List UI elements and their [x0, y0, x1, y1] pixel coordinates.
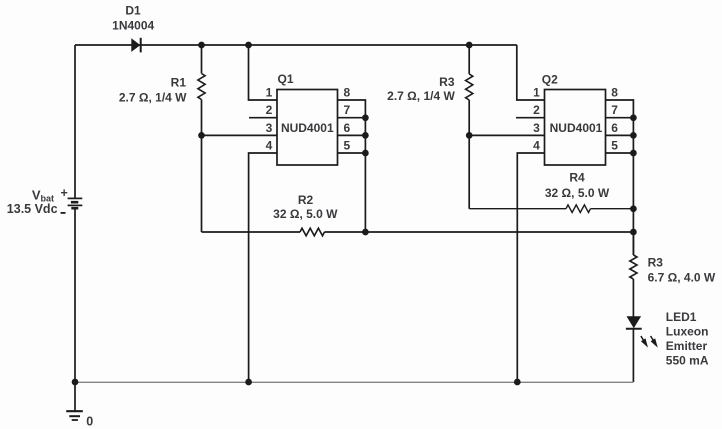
svg-text:550 mA: 550 mA	[666, 353, 709, 367]
svg-text:8: 8	[611, 86, 618, 100]
svg-text:6: 6	[344, 121, 351, 135]
svg-text:Emitter: Emitter	[666, 339, 708, 353]
svg-text:V: V	[32, 188, 41, 203]
svg-text:R2: R2	[298, 193, 314, 207]
svg-text:1: 1	[533, 86, 540, 100]
svg-text:3: 3	[533, 121, 540, 135]
svg-text:6.7 Ω, 4.0 W: 6.7 Ω, 4.0 W	[648, 271, 716, 285]
svg-text:32 Ω, 5.0 W: 32 Ω, 5.0 W	[273, 207, 338, 221]
svg-text:Q1: Q1	[278, 72, 294, 86]
svg-text:0: 0	[86, 414, 93, 428]
svg-text:R1: R1	[171, 76, 187, 90]
svg-text:13.5 Vdc: 13.5 Vdc	[7, 202, 58, 216]
svg-text:7: 7	[611, 103, 618, 117]
svg-text:R3: R3	[648, 255, 664, 269]
svg-text:2.7 Ω, 1/4 W: 2.7 Ω, 1/4 W	[119, 90, 187, 104]
svg-text:bat: bat	[41, 194, 55, 204]
svg-text:4: 4	[533, 139, 540, 153]
svg-text:2: 2	[533, 103, 540, 117]
svg-text:NUD4001: NUD4001	[281, 121, 334, 135]
svg-text:R3: R3	[439, 75, 455, 89]
svg-text:Luxeon: Luxeon	[666, 324, 709, 338]
svg-text:1: 1	[266, 86, 273, 100]
svg-text:+: +	[61, 186, 68, 200]
svg-text:32 Ω, 5.0 W: 32 Ω, 5.0 W	[545, 186, 610, 200]
svg-text:5: 5	[611, 139, 618, 153]
svg-text:2.7 Ω, 1/4 W: 2.7 Ω, 1/4 W	[387, 89, 455, 103]
svg-text:8: 8	[344, 86, 351, 100]
svg-text:3: 3	[266, 121, 273, 135]
svg-text:5: 5	[344, 139, 351, 153]
svg-text:Q2: Q2	[542, 73, 558, 87]
svg-text:NUD4001: NUD4001	[550, 121, 603, 135]
svg-text:R4: R4	[569, 170, 585, 184]
svg-text:1N4004: 1N4004	[112, 18, 154, 32]
svg-text:D1: D1	[125, 4, 141, 18]
svg-text:2: 2	[266, 103, 273, 117]
svg-text:4: 4	[266, 139, 273, 153]
svg-text:7: 7	[344, 103, 351, 117]
svg-text:6: 6	[611, 121, 618, 135]
svg-text:LED1: LED1	[666, 310, 697, 324]
